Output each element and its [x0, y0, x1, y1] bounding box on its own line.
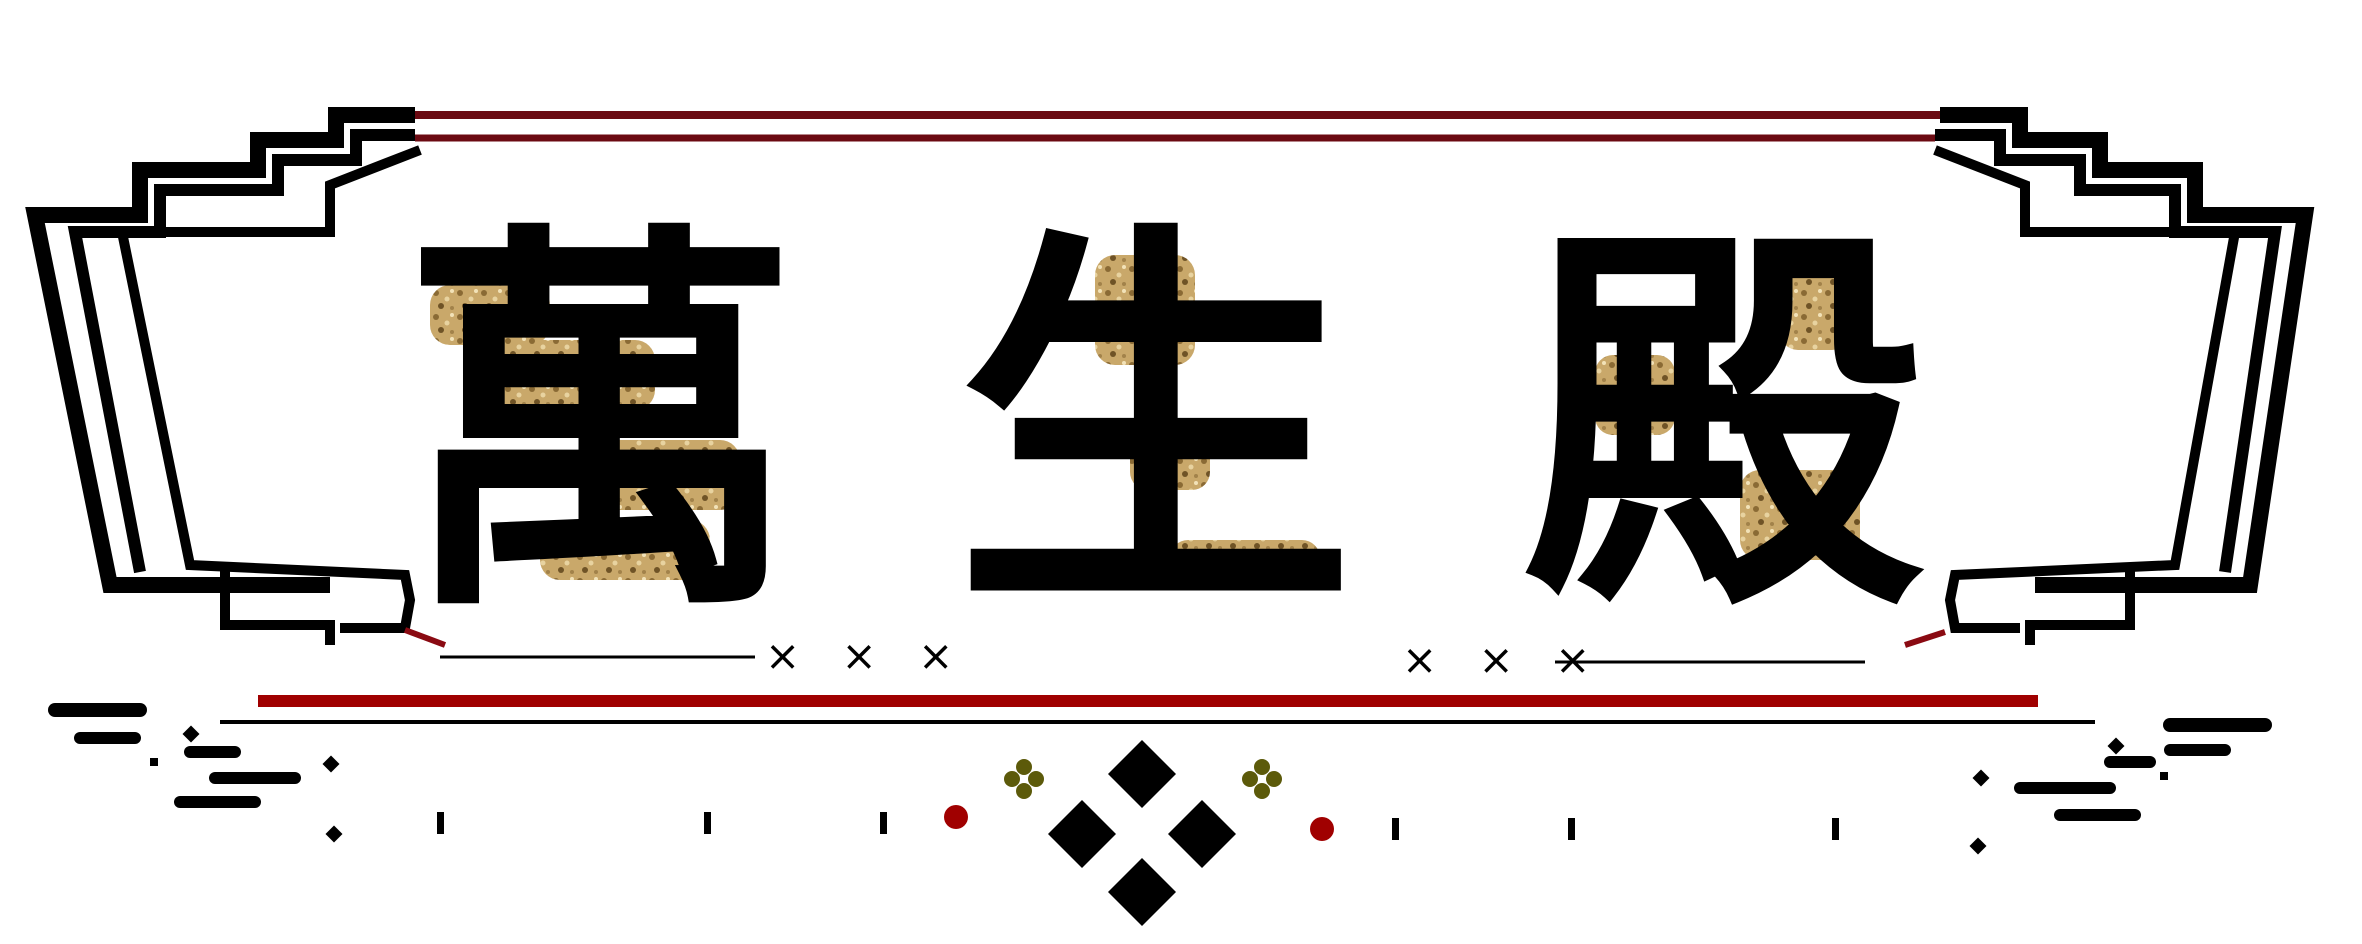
title-char-wan: 萬 — [400, 190, 800, 660]
cloud-ornament-right — [1969, 718, 2272, 855]
clover-icon-left — [1004, 759, 1044, 799]
title-char-sheng: 生 — [955, 190, 1355, 660]
frame-right — [1933, 107, 2315, 645]
frame-left — [25, 107, 422, 645]
top-red-rules — [415, 111, 1940, 142]
red-dot-right — [1310, 817, 1334, 841]
main-red-rule — [258, 695, 2038, 707]
red-dot-left — [944, 805, 968, 829]
clover-icon-right — [1242, 759, 1282, 799]
title-char-dian: 殿 — [1525, 190, 1925, 660]
diamond-cluster-icon — [1048, 740, 1236, 926]
cross-marks-right: × × × — [1402, 635, 1605, 684]
gold-texture-blotches — [430, 255, 1860, 585]
cloud-ornament-left — [48, 703, 343, 843]
corner-red-accents — [403, 627, 1946, 648]
tick-marks — [437, 812, 1839, 840]
cross-marks-left: × × × — [765, 631, 968, 680]
